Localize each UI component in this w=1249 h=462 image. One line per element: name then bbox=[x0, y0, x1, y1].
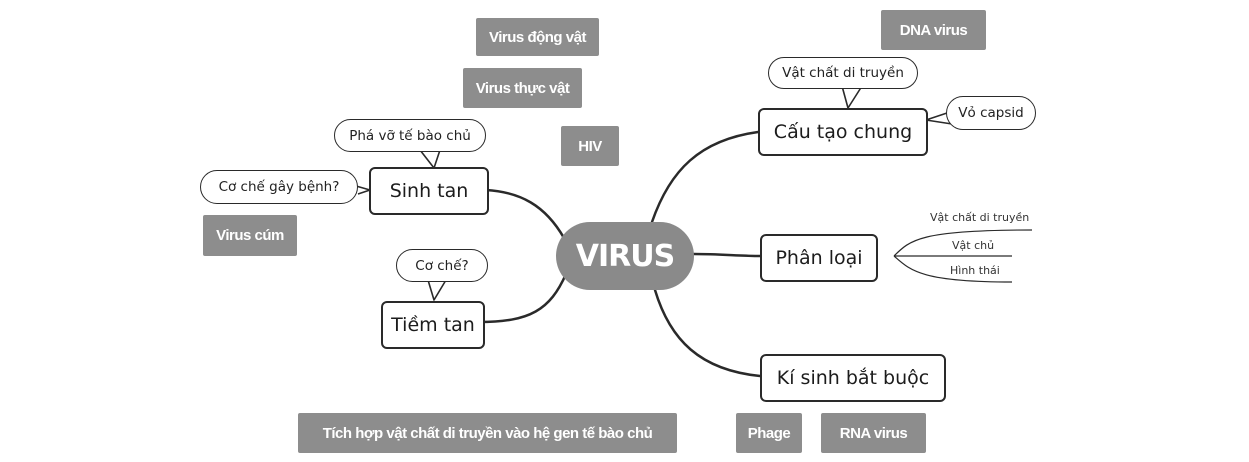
node-classification[interactable]: Phân loại bbox=[760, 234, 878, 282]
tag-plant-virus[interactable]: Virus thực vật bbox=[463, 68, 582, 108]
line-to-lysogenic bbox=[477, 272, 568, 324]
node-obligate[interactable]: Kí sinh bắt buộc bbox=[760, 354, 946, 402]
node-structure[interactable]: Cấu tạo chung bbox=[758, 108, 928, 156]
bubble-destroy-host: Phá vỡ tế bào chủ bbox=[334, 119, 486, 152]
line-to-obligate bbox=[653, 288, 762, 378]
leaf-line-3 bbox=[893, 255, 1013, 283]
tag-phage[interactable]: Phage bbox=[736, 413, 802, 453]
tag-dna-virus[interactable]: DNA virus bbox=[881, 10, 986, 50]
leaf-host: Vật chủ bbox=[952, 239, 995, 252]
line-to-structure bbox=[650, 130, 760, 224]
tail-pathogenic bbox=[355, 185, 371, 195]
bubble-mechanism: Cơ chế? bbox=[396, 249, 488, 282]
bubble-capsid: Vỏ capsid bbox=[946, 96, 1036, 130]
tag-flu-virus[interactable]: Virus cúm bbox=[203, 215, 297, 256]
tag-animal-virus[interactable]: Virus động vật bbox=[476, 18, 599, 56]
leaf-genetic-material: Vật chất di truyền bbox=[930, 211, 1030, 224]
tail-genetic-material bbox=[841, 85, 863, 109]
bubble-genetic-material: Vật chất di truyền bbox=[768, 57, 918, 89]
node-lysogenic[interactable]: Tiềm tan bbox=[381, 301, 485, 349]
line-to-lytic bbox=[484, 188, 566, 240]
node-lytic[interactable]: Sinh tan bbox=[369, 167, 489, 215]
leaf-morphology: Hình thái bbox=[950, 264, 1000, 277]
tail-destroy-host bbox=[419, 149, 441, 169]
tail-mechanism bbox=[427, 279, 447, 301]
bubble-pathogenic-mechanism: Cơ chế gây bệnh? bbox=[200, 170, 358, 204]
tag-hiv[interactable]: HIV bbox=[561, 126, 619, 166]
tag-integration[interactable]: Tích hợp vật chất di truyền vào hệ gen t… bbox=[298, 413, 677, 453]
leaf-line-1 bbox=[893, 229, 1033, 257]
line-to-classification bbox=[692, 252, 762, 258]
tag-rna-virus[interactable]: RNA virus bbox=[821, 413, 926, 453]
center-node[interactable]: VIRUS bbox=[556, 222, 694, 290]
